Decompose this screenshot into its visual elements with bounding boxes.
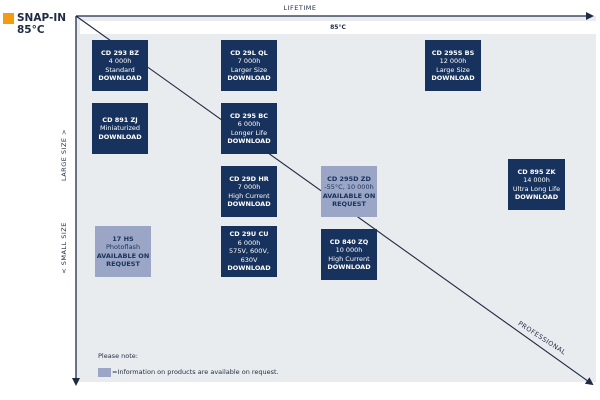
- product-card-cd293bz[interactable]: CD 293 BZ 4 000h Standard DOWNLOAD: [92, 40, 148, 91]
- product-title: CD 29D HR: [229, 174, 269, 183]
- on-request-label: AVAILABLE ON REQUEST: [322, 191, 376, 209]
- product-card-cd295sbs[interactable]: CD 295S BS 12 000h Large Size DOWNLOAD: [425, 40, 481, 91]
- product-title: CD 295 BC: [230, 111, 268, 120]
- download-link[interactable]: DOWNLOAD: [227, 137, 271, 145]
- download-link[interactable]: DOWNLOAD: [227, 200, 271, 208]
- download-link[interactable]: DOWNLOAD: [227, 264, 271, 273]
- product-spec: High Current: [228, 191, 270, 200]
- download-link[interactable]: DOWNLOAD: [514, 193, 559, 201]
- product-card-cd891zj[interactable]: CD 891 ZJ Miniaturized DOWNLOAD: [92, 103, 148, 154]
- small-size-label: < SMALL SIZE: [60, 222, 68, 274]
- legend-swatch: [98, 368, 111, 377]
- product-spec: 12 000h: [439, 57, 467, 65]
- product-spec: 7 000h: [237, 183, 261, 191]
- product-spec: Photoflash: [105, 243, 141, 251]
- product-spec: 14 000h: [523, 176, 550, 184]
- product-spec: 6 000h: [237, 120, 261, 128]
- download-link[interactable]: DOWNLOAD: [327, 263, 371, 271]
- download-link[interactable]: DOWNLOAD: [227, 74, 271, 82]
- product-title: CD 895 ZK: [517, 167, 556, 176]
- logo-title: SNAP-IN: [17, 12, 67, 24]
- temperature-band: 85°C: [80, 21, 596, 34]
- download-link[interactable]: DOWNLOAD: [98, 74, 142, 82]
- product-card-cd895zk[interactable]: CD 895 ZK 14 000h Ultra Long Life DOWNLO…: [508, 159, 565, 210]
- logo-text: SNAP-IN 85°C: [17, 12, 66, 36]
- product-card-cd29ucu[interactable]: CD 29U CU 6 000h 575V, 600V, 630V DOWNLO…: [221, 226, 277, 277]
- product-spec: Larger Size: [230, 65, 268, 74]
- product-spec: -55°C, 10 000h: [324, 183, 374, 191]
- product-card-17hs[interactable]: 17 HS Photoflash AVAILABLE ON REQUEST: [95, 226, 151, 277]
- product-title: CD 295S BS: [431, 48, 475, 57]
- legend-text: =Information on products are available o…: [112, 368, 279, 376]
- product-spec: 7 000h: [237, 57, 261, 65]
- product-card-cd840zq[interactable]: CD 840 ZQ 10 000h High Current DOWNLOAD: [321, 229, 377, 280]
- product-card-cd295dzd[interactable]: CD 295D ZD -55°C, 10 000h AVAILABLE ON R…: [321, 166, 377, 217]
- logo-square: [3, 13, 14, 24]
- product-spec: 6 000h: [237, 238, 261, 247]
- product-spec: Standard: [105, 65, 135, 74]
- product-title: CD 891 ZJ: [102, 115, 138, 124]
- product-spec: Large Size: [436, 65, 470, 74]
- product-spec: 575V, 600V, 630V: [229, 247, 269, 264]
- large-size-label: LARGE SIZE >: [60, 128, 68, 182]
- product-card-cd29dhr[interactable]: CD 29D HR 7 000h High Current DOWNLOAD: [221, 166, 277, 217]
- on-request-label: AVAILABLE ON REQUEST: [96, 251, 150, 269]
- download-link[interactable]: DOWNLOAD: [98, 132, 142, 141]
- product-spec: Miniaturized: [99, 124, 140, 133]
- product-title: CD 29L QL: [230, 48, 268, 57]
- lifetime-label: LIFETIME: [283, 4, 317, 12]
- product-spec: 4 000h: [108, 57, 132, 65]
- product-spec: High Current: [328, 254, 370, 263]
- product-title: 17 HS: [112, 234, 134, 243]
- product-title: CD 840 ZQ: [329, 237, 369, 246]
- product-card-cd295bc[interactable]: CD 295 BC 6 000h Longer Life DOWNLOAD: [221, 103, 277, 154]
- note-title: Please note:: [98, 352, 138, 360]
- download-link[interactable]: DOWNLOAD: [431, 74, 475, 82]
- product-spec: 10 000h: [335, 246, 363, 254]
- product-title: CD 293 BZ: [101, 48, 139, 57]
- product-spec: Longer Life: [230, 128, 268, 137]
- product-title: CD 29U CU: [229, 230, 269, 239]
- product-spec: Ultra Long Life: [512, 184, 561, 193]
- product-title: CD 295D ZD: [327, 174, 371, 183]
- product-card-cd29lql[interactable]: CD 29L QL 7 000h Larger Size DOWNLOAD: [221, 40, 277, 91]
- logo-temperature: 85°C: [17, 24, 45, 36]
